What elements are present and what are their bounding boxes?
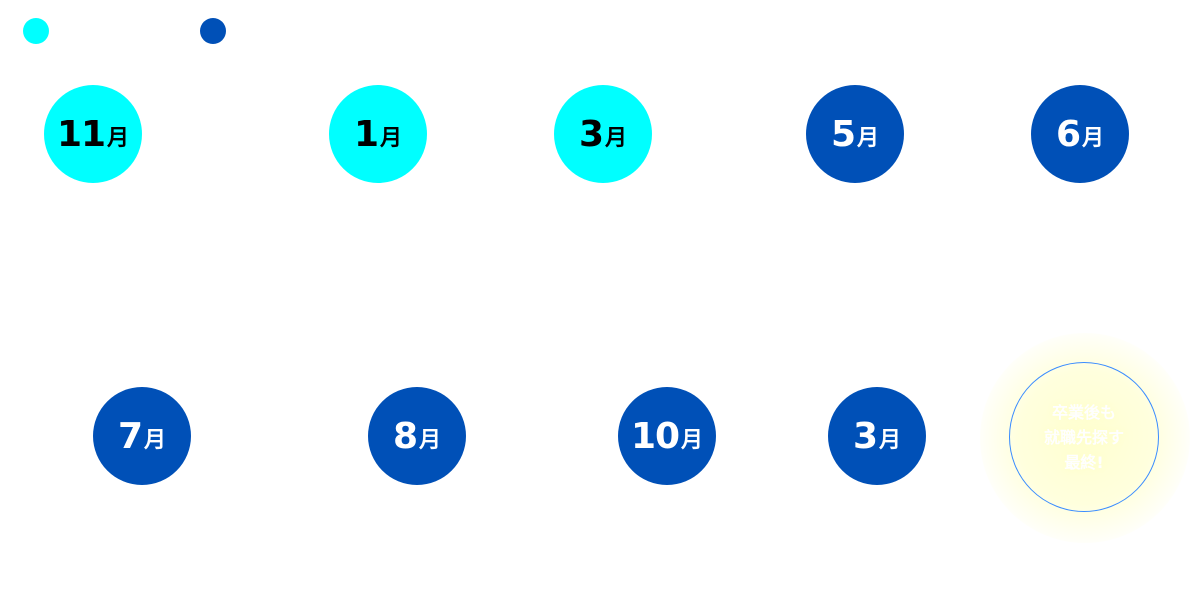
month-number: 3 [578, 114, 604, 155]
month-number: 3 [852, 416, 878, 457]
month-number: 10 [630, 416, 680, 457]
legend-dot-blue [200, 18, 226, 44]
goal-text: 卒業後も 就職先探す 最終! [1043, 402, 1124, 472]
month-number: 5 [830, 114, 856, 155]
goal-circle: 卒業後も 就職先探す 最終! [1009, 362, 1159, 512]
month-number: 1 [353, 114, 379, 155]
month-unit: 月 [419, 428, 442, 453]
month-unit: 月 [605, 126, 628, 151]
month-unit: 月 [1082, 126, 1105, 151]
month-unit: 月 [879, 428, 902, 453]
month-number: 7 [117, 416, 143, 457]
month-unit: 月 [144, 428, 167, 453]
month-unit: 月 [107, 126, 130, 151]
month-number: 8 [392, 416, 418, 457]
month-number: 11 [56, 114, 106, 155]
legend-dot-cyan [23, 18, 49, 44]
month-number: 6 [1055, 114, 1081, 155]
month-unit: 月 [380, 126, 403, 151]
month-unit: 月 [857, 126, 880, 151]
month-unit: 月 [681, 428, 704, 453]
